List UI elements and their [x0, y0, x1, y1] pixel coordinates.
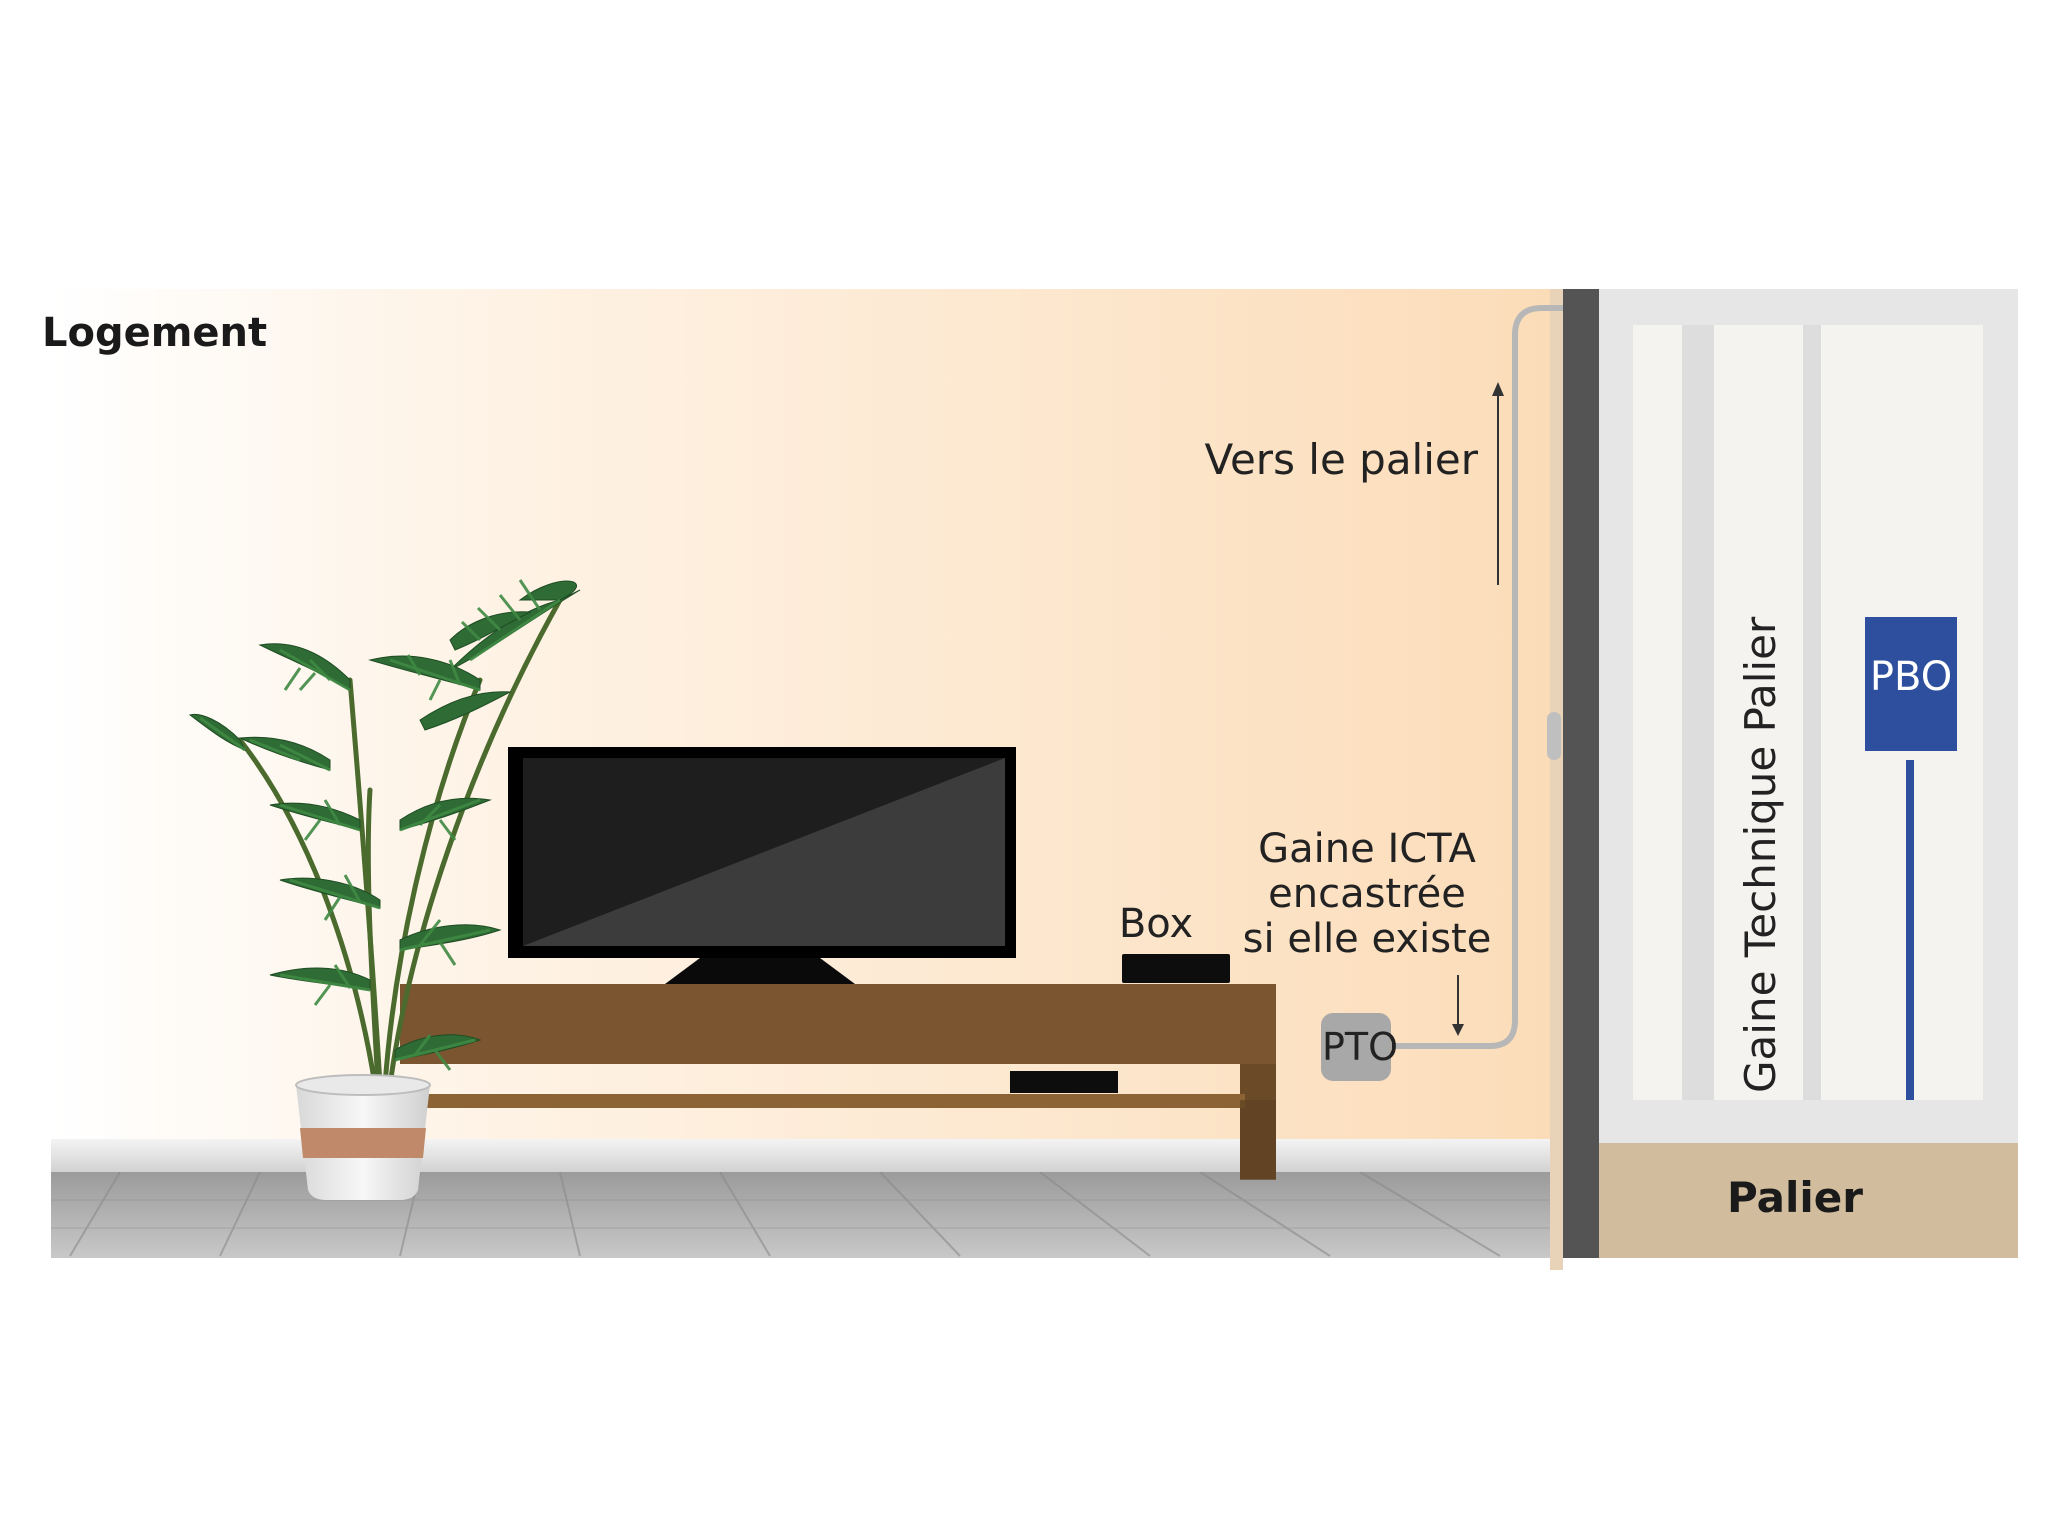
separator-wall — [1563, 289, 1599, 1258]
pbo-label: PBO — [1870, 654, 1952, 700]
pto-label: PTO — [1322, 1025, 1398, 1069]
gaine-icta-line-1: Gaine ICTA — [1258, 826, 1476, 872]
arrow-down-icon — [1452, 975, 1464, 1036]
wall-edge — [1550, 289, 1563, 1270]
tv-stand — [400, 984, 1276, 1180]
gaine-icta-line-3: si elle existe — [1243, 916, 1492, 962]
potted-palm-icon — [188, 579, 581, 1200]
logement-label: Logement — [42, 310, 267, 356]
vers-palier-label: Vers le palier — [1204, 435, 1478, 484]
arrow-up-icon — [1492, 382, 1504, 585]
baseboard — [51, 1139, 1563, 1172]
wall-cable-port — [1547, 712, 1561, 760]
optical-junction-box-icon — [1865, 617, 1957, 1100]
television-icon — [508, 747, 1016, 984]
room-floor — [51, 1170, 1563, 1258]
gaine-technique-label: Gaine Technique Palier — [1736, 616, 1785, 1093]
internet-box-icon — [1122, 954, 1230, 983]
box-label: Box — [1119, 901, 1193, 947]
riser-pipe-left — [1682, 325, 1714, 1100]
decoder-icon — [1010, 1071, 1118, 1093]
palier-label: Palier — [1727, 1173, 1863, 1222]
riser-pipe-right — [1803, 325, 1821, 1100]
optical-outlet-icon — [1321, 1013, 1391, 1081]
palier-area — [1599, 289, 2018, 1258]
palier-floor — [1599, 1143, 2018, 1258]
gaine-icta-line-2: encastrée — [1268, 871, 1466, 917]
gaine-icta-label: Gaine ICTA encastrée si elle existe — [1243, 826, 1492, 962]
